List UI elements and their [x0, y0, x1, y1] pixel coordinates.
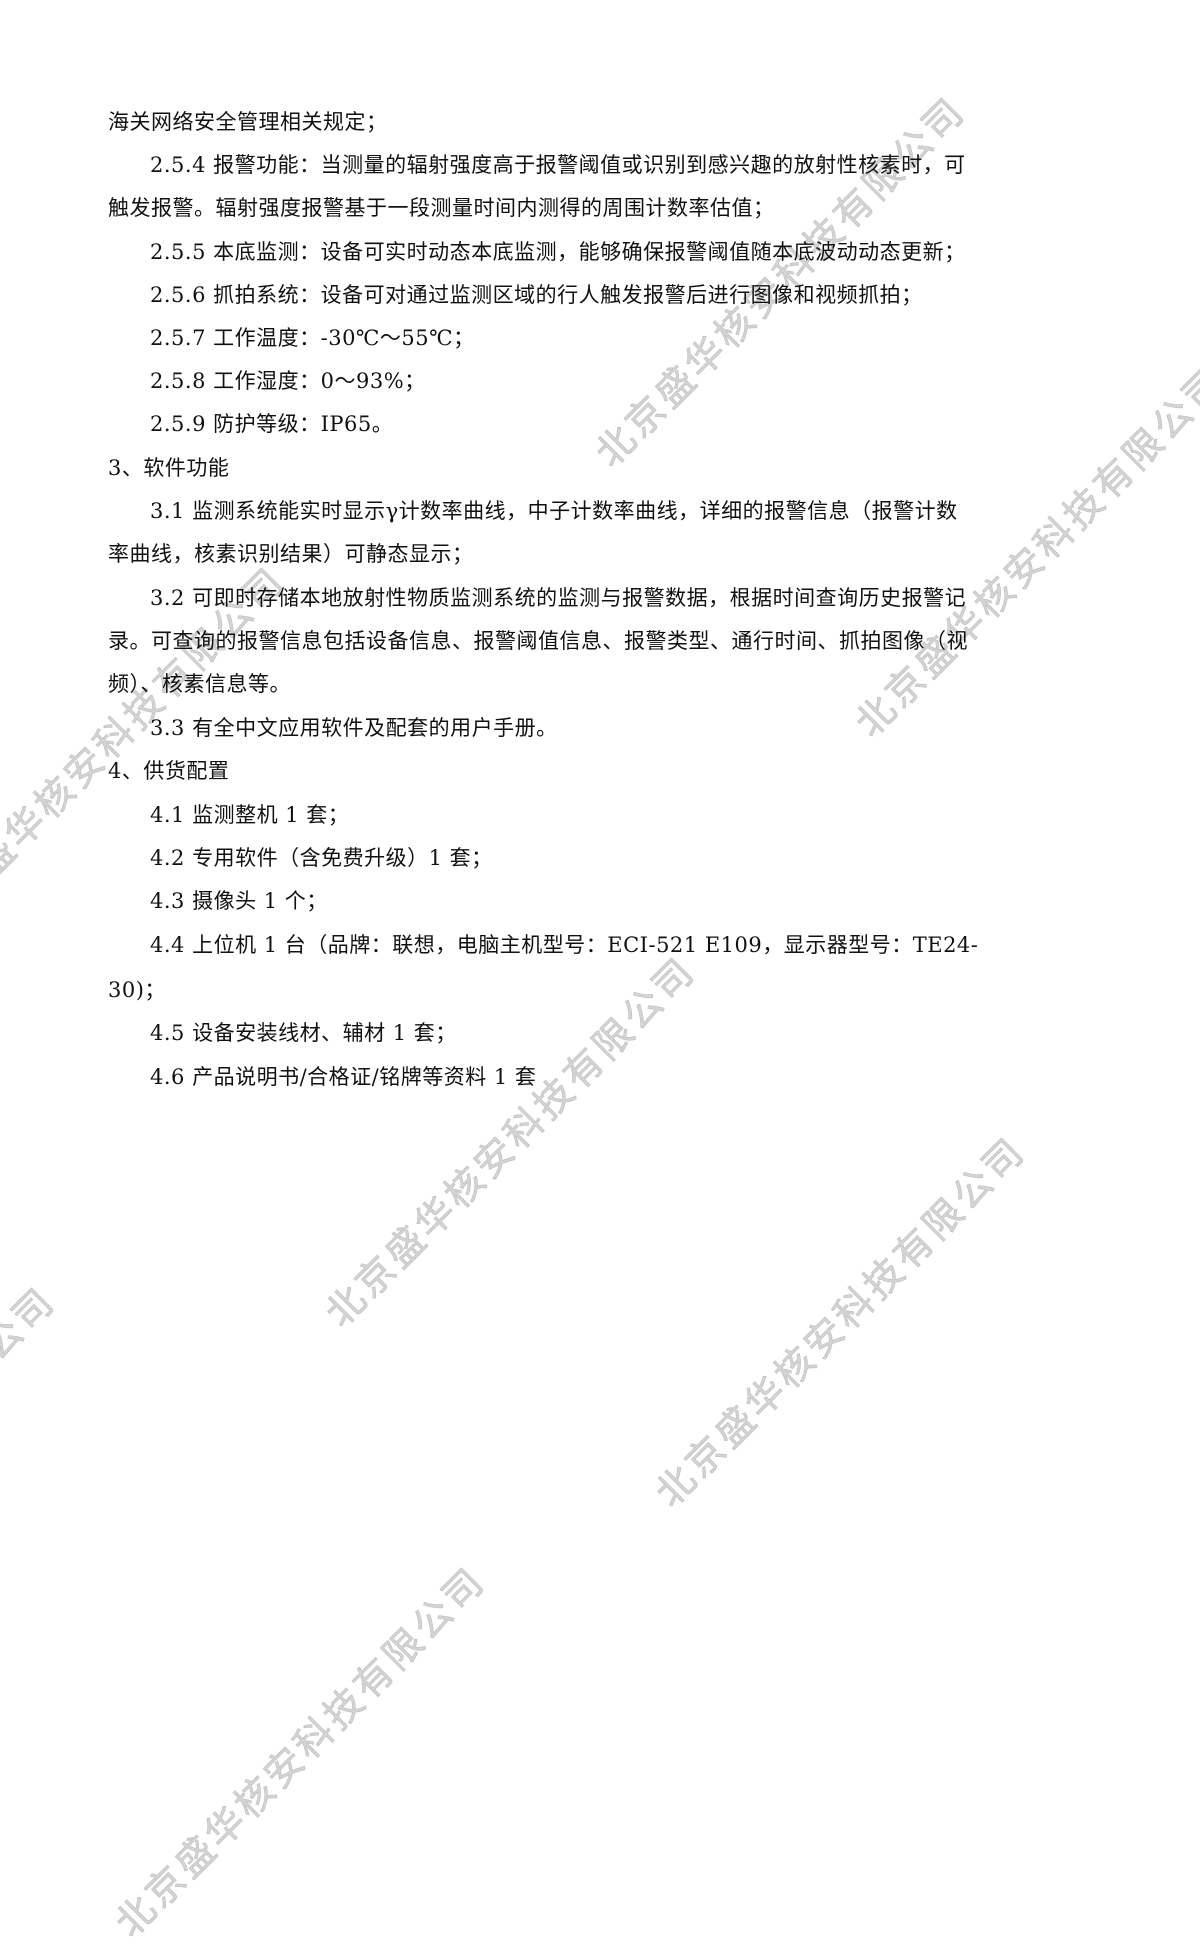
- paragraph-line: 4.5 设备安装线材、辅材 1 套；: [150, 1021, 457, 1045]
- paragraph-line: 2.5.4 报警功能：当测量的辐射强度高于报警阈值或识别到感兴趣的放射性核素时，…: [150, 153, 966, 177]
- watermark: 北京盛华核安科技有限公司: [646, 1128, 1035, 1516]
- paragraph-line: 海关网络安全管理相关规定；: [108, 110, 388, 134]
- paragraph-line: 4.6 产品说明书/合格证/铭牌等资料 1 套: [150, 1065, 537, 1089]
- paragraph-line: 4.3 摄像头 1 个；: [150, 889, 328, 913]
- paragraph-line: 频）、核素信息等。: [108, 672, 291, 696]
- watermark: 北京盛华核安科技有限公司: [0, 1278, 65, 1666]
- paragraph-line: 3.3 有全中文应用软件及配套的用户手册。: [150, 716, 558, 740]
- paragraph-line: 录。可查询的报警信息包括设备信息、报警阈值信息、报警类型、通行时间、抓拍图像（视: [108, 629, 968, 653]
- paragraph-line: 2.5.6 抓拍系统：设备可对通过监测区域的行人触发报警后进行图像和视频抓拍；: [150, 283, 923, 307]
- watermark: 北京盛华核安科技有限公司: [316, 948, 705, 1336]
- paragraph-line: 2.5.7 工作温度：-30℃～55℃；: [150, 326, 475, 350]
- paragraph-line: 30)；: [108, 978, 166, 1002]
- watermark: 北京盛华核安科技有限公司: [846, 358, 1200, 746]
- paragraph-line: 4.1 监测整机 1 套；: [150, 803, 350, 827]
- section-heading: 4、供货配置: [108, 759, 230, 783]
- paragraph-line: 2.5.5 本底监测：设备可实时动态本底监测，能够确保报警阈值随本底波动动态更新…: [150, 240, 966, 264]
- paragraph-line: 3.2 可即时存储本地放射性物质监测系统的监测与报警数据，根据时间查询历史报警记: [150, 586, 967, 610]
- paragraph-line: 4.2 专用软件（含免费升级）1 套；: [150, 846, 493, 870]
- paragraph-line: 率曲线，核素识别结果）可静态显示；: [108, 542, 474, 566]
- paragraph-line: 3.1 监测系统能实时显示γ计数率曲线，中子计数率曲线，详细的报警信息（报警计数: [150, 499, 958, 523]
- paragraph-line: 触发报警。辐射强度报警基于一段测量时间内测得的周围计数率估值；: [108, 196, 775, 220]
- paragraph-line: 4.4 上位机 1 台（品牌：联想，电脑主机型号：ECI-521 E109，显示…: [150, 933, 979, 957]
- paragraph-line: 2.5.9 防护等级：IP65。: [150, 412, 394, 436]
- watermark: 北京盛华核安科技有限公司: [106, 1558, 495, 1946]
- paragraph-line: 2.5.8 工作湿度：0～93%；: [150, 369, 426, 393]
- section-heading: 3、软件功能: [108, 456, 230, 480]
- watermark: 北京盛华核安科技有限公司: [586, 88, 975, 476]
